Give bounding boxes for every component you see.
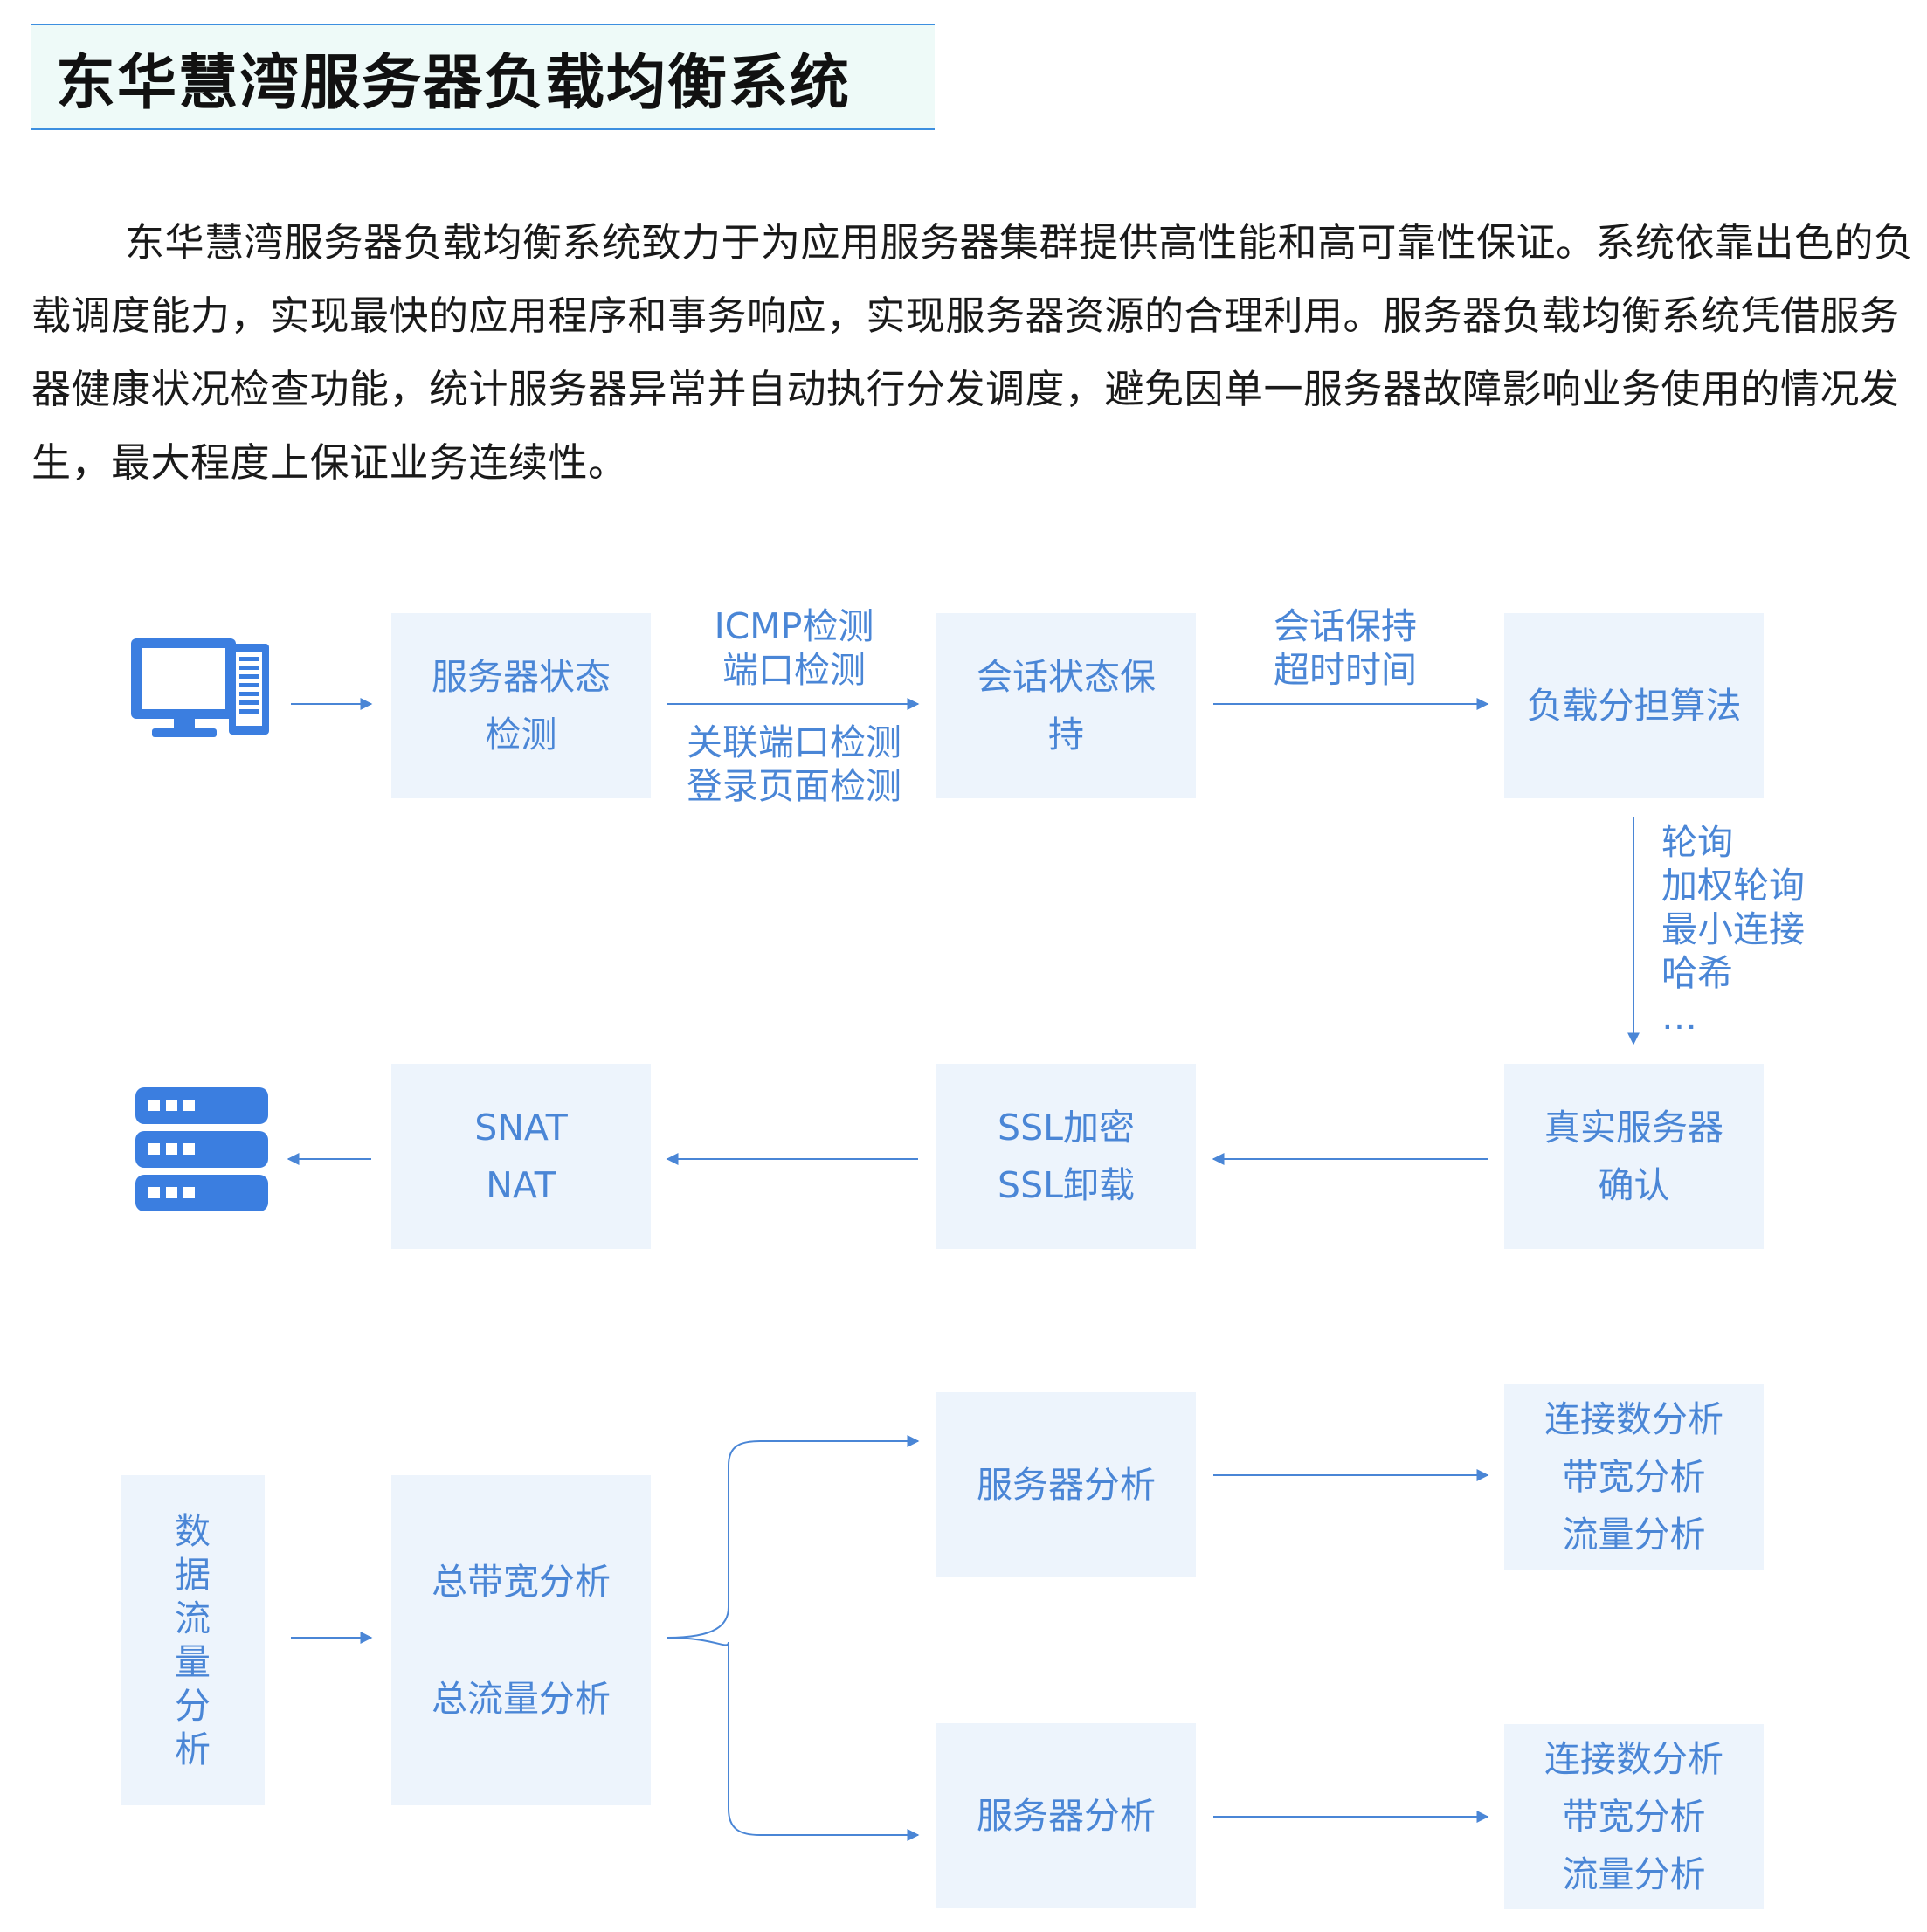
- box-nat-line1: SNAT: [474, 1107, 568, 1149]
- algorithm-round-robin: 轮询: [1661, 821, 1733, 863]
- intro-paragraph: 东华慧湾服务器负载均衡系统致力于为应用服务器集群提供高性能和高可靠性保证。系统依…: [31, 219, 1914, 486]
- box-server-analysis-1: 服务器分析: [936, 1392, 1196, 1577]
- page-title: 东华慧湾服务器负载均衡系统: [56, 49, 852, 118]
- algorithm-hash: 哈希: [1661, 952, 1733, 994]
- details-2-bandwidth: 带宽分析: [1562, 1796, 1706, 1838]
- label-timeout: 超时时间: [1274, 649, 1417, 691]
- box-session-line2: 持: [1048, 714, 1084, 756]
- label-methods-top: ICMP检测 端口检测: [669, 604, 919, 692]
- box-server-analysis-1-label: 服务器分析: [977, 1464, 1156, 1506]
- algorithm-more: …: [1661, 996, 1697, 1038]
- box-total-traffic: 总流量分析: [432, 1678, 611, 1720]
- title-banner: 东华慧湾服务器负载均衡系统: [31, 24, 935, 130]
- box-details-2: 连接数分析 带宽分析 流量分析: [1504, 1724, 1764, 1909]
- box-ssl: SSL加密 SSL卸载: [936, 1064, 1196, 1249]
- box-health-check: 服务器状态 检测: [391, 613, 651, 798]
- box-health-check-line2: 检测: [485, 714, 557, 756]
- label-port: 端口检测: [722, 649, 866, 691]
- algorithm-list: 轮询 加权轮询 最小连接 哈希 …: [1661, 820, 1805, 1038]
- box-server-analysis-2: 服务器分析: [936, 1723, 1196, 1908]
- label-session-keep: 会话保持: [1274, 605, 1417, 647]
- box-details-1: 连接数分析 带宽分析 流量分析: [1504, 1384, 1764, 1570]
- box-real-server: 真实服务器 确认: [1504, 1064, 1764, 1249]
- box-health-check-line1: 服务器状态: [432, 656, 611, 698]
- label-related-port: 关联端口检测: [687, 721, 901, 763]
- box-nat-line2: NAT: [486, 1164, 556, 1206]
- details-2-traffic: 流量分析: [1562, 1853, 1706, 1895]
- box-total-analysis: 总带宽分析 总流量分析: [391, 1475, 651, 1805]
- algorithm-least-conn: 最小连接: [1661, 908, 1805, 950]
- box-data-analysis: 数据流量分析: [121, 1475, 265, 1805]
- box-server-analysis-2-label: 服务器分析: [977, 1795, 1156, 1837]
- bracket-branch: [667, 1440, 918, 1836]
- box-real-server-line1: 真实服务器: [1544, 1107, 1723, 1149]
- details-1-connections: 连接数分析: [1544, 1398, 1723, 1440]
- box-real-server-line2: 确认: [1598, 1164, 1670, 1206]
- details-2-connections: 连接数分析: [1544, 1738, 1723, 1780]
- label-icmp: ICMP检测: [714, 605, 874, 647]
- desktop-computer-icon: [131, 638, 269, 737]
- box-nat: SNAT NAT: [391, 1064, 651, 1249]
- algorithm-weighted: 加权轮询: [1661, 865, 1805, 907]
- box-algorithm-label: 负载分担算法: [1526, 685, 1742, 727]
- details-1-traffic: 流量分析: [1562, 1514, 1706, 1556]
- box-ssl-line1: SSL加密: [998, 1107, 1135, 1149]
- label-login-page: 登录页面检测: [687, 765, 901, 807]
- box-session-line1: 会话状态保: [977, 656, 1156, 698]
- server-rack-icon: [135, 1087, 268, 1211]
- label-session: 会话保持 超时时间: [1219, 604, 1472, 692]
- details-1-bandwidth: 带宽分析: [1562, 1456, 1706, 1498]
- box-algorithm: 负载分担算法: [1504, 613, 1764, 798]
- box-total-bandwidth: 总带宽分析: [432, 1561, 611, 1603]
- box-data-analysis-label: 数据流量分析: [175, 1510, 211, 1770]
- box-ssl-line2: SSL卸载: [998, 1164, 1135, 1206]
- box-session-state: 会话状态保 持: [936, 613, 1196, 798]
- label-methods-bottom: 关联端口检测 登录页面检测: [669, 721, 919, 808]
